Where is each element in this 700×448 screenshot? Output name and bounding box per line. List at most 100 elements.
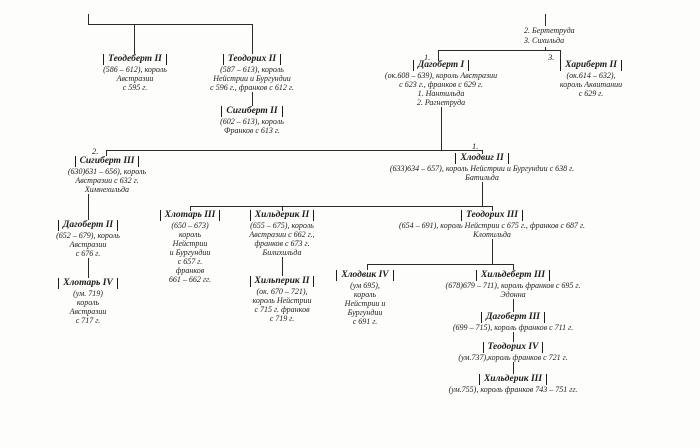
person-name: Хариберт II [533, 60, 649, 72]
line-gen3-horizontal [190, 206, 492, 207]
line-to-theuderic-ii [252, 24, 253, 54]
line-to-dagobert-iii [513, 299, 514, 312]
detail-line: франков с 673 г. [254, 239, 310, 249]
line-gen1-right-horizontal [438, 50, 560, 51]
detail-line: (678)679 – 711), король франков с 695 г. [445, 281, 581, 291]
line-to-clovis-ii [482, 150, 483, 154]
line-to-theuderic-iii [492, 206, 493, 211]
detail-line: (ум.737),король франков с 721 г. [458, 353, 568, 363]
person-box-dagobert-i: Дагоберт I (ок.608 – 639), король Австра… [362, 60, 520, 108]
detail-line: (ум.755), король франков 743 – 751 гг. [448, 385, 578, 395]
person-box-dagobert-iii: Дагоберт III (699 – 715), король франков… [428, 312, 598, 333]
detail-line: с 717 г. [75, 316, 101, 326]
person-box-theuderic-iv: Теодорих IV (ум.737),король франков с 72… [430, 342, 596, 363]
detail-line: Австразии [116, 74, 154, 84]
line-from-dagobert-i [441, 107, 442, 151]
detail-line: Австразии с 632 г. [75, 176, 139, 186]
marriage-label-charibert-ii: 3. [548, 52, 555, 62]
detail-line: с 691 г. [352, 317, 378, 327]
line-to-chlothar-iii [190, 206, 191, 211]
person-name: Хлотарь IV [44, 278, 132, 290]
line-gen2-horizontal [106, 150, 482, 151]
line-to-theudebert-ii [134, 24, 135, 54]
detail-line: король Нейстрии [252, 296, 312, 306]
detail-line: 3. Сихильда [524, 36, 565, 46]
line-to-clovis-iv [367, 264, 368, 270]
line-from-theuderic-iii [492, 239, 493, 264]
person-name: Теодорих IV [430, 342, 596, 354]
person-name: Хлотарь III [149, 210, 231, 222]
detail-line: с 629 г. [578, 89, 604, 99]
detail-line: с 719 г. [269, 314, 295, 324]
detail-line: король [353, 290, 377, 300]
detail-line: (654 – 691), король Нейстрии с 675 г., ф… [398, 221, 586, 231]
detail-line: король [76, 298, 100, 308]
detail-line: и Бургундии [169, 248, 211, 258]
detail-line: с 595 г. [122, 83, 148, 93]
person-name: Хильдеберт III [418, 270, 608, 282]
person-name: Дагоберт III [428, 312, 598, 324]
line-to-dagobert-i [438, 50, 439, 61]
person-name: Сигиберт III [46, 156, 168, 168]
line-gen1-left-horizontal [88, 24, 252, 25]
line-to-chilperic-ii [282, 257, 283, 276]
line-to-childeric-ii [282, 206, 283, 211]
detail-line: Химнехильда [84, 185, 130, 195]
person-name: Дагоберт I [362, 60, 520, 72]
marriage-label-sigebert-iii: 2. [92, 146, 99, 156]
detail-line: Клотильда [473, 230, 511, 240]
line-to-sigebert-iii [106, 150, 107, 156]
person-name: Хильдерик III [420, 374, 606, 386]
detail-line: (602 – 613), король [220, 117, 284, 127]
line-to-charibert-ii [560, 50, 561, 61]
detail-line: Бургундии [347, 308, 383, 318]
detail-line: Австразии с 662 г., [249, 230, 315, 240]
detail-line: Австразии [69, 240, 107, 250]
line-ancestor-stub-left [88, 14, 89, 24]
person-details: (ум.737),король франков с 721 г. [430, 353, 596, 363]
detail-line: Батильда [465, 173, 499, 183]
detail-line: (650 – 673) [171, 221, 209, 231]
detail-line: Билихильда [262, 248, 302, 258]
detail-line: с 657 г. [177, 257, 203, 267]
detail-line: с 596 г., франков с 612 г. [210, 83, 294, 93]
detail-line: (655 – 675), король [250, 221, 314, 231]
detail-line: Нейстрии [172, 239, 208, 249]
detail-line: (ок.608 – 639), король Австразии [384, 71, 498, 81]
person-name: Теодорих II [190, 54, 314, 66]
detail-line: Франков с 613 г. [224, 126, 280, 136]
person-details: (633)634 – 657), король Нейстрии и Бургу… [372, 164, 592, 183]
detail-line: Нейстрии и Бургундии [213, 74, 291, 84]
detail-line: 1. Нантильда [417, 89, 465, 99]
line-to-theuderic-iv [513, 332, 514, 342]
person-name: Хильперик II [228, 276, 336, 288]
person-box-childeric-iii: Хильдерик III (ум.755), король франков 7… [420, 374, 606, 395]
person-name: Хлодвиг II [372, 153, 592, 165]
detail-line: с 623 г., франков с 629 г. [399, 80, 483, 90]
detail-line: (ум. 719) [73, 289, 103, 299]
detail-line: (699 – 715), король франков с 711 г. [452, 323, 574, 333]
detail-line: Нейстрии и [344, 299, 386, 309]
person-details: (699 – 715), король франков с 711 г. [428, 323, 598, 333]
detail-line: (ок.614 – 632), [566, 71, 616, 81]
detail-line: (652 – 679), король [56, 231, 120, 241]
detail-line: (586 – 612), король [103, 65, 167, 75]
person-name: Теодорих III [381, 210, 603, 222]
detail-line: (587 – 613), король [220, 65, 284, 75]
